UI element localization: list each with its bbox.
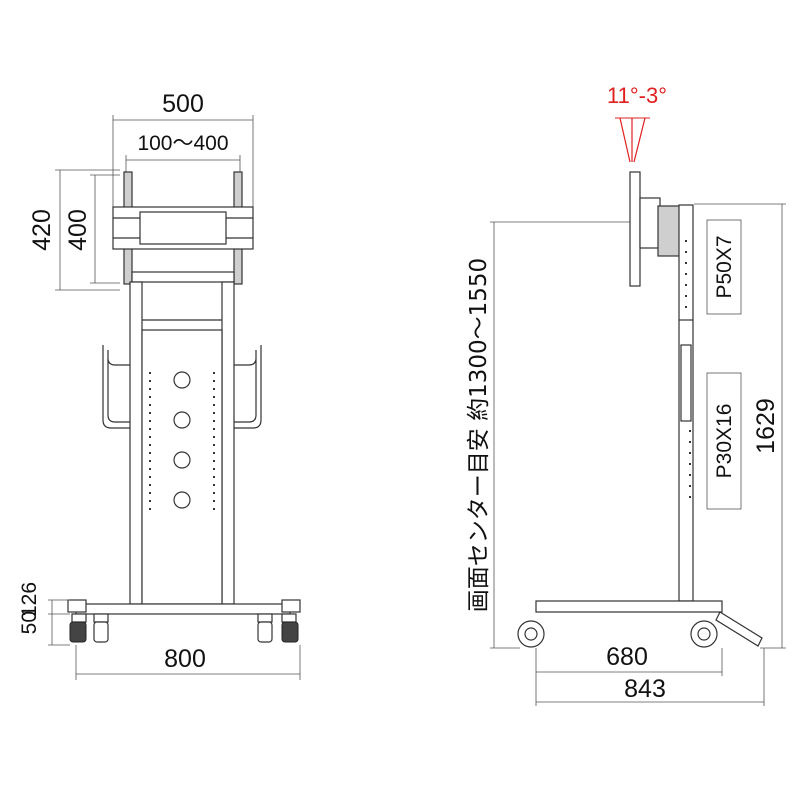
cable-hole-4 [173,491,191,509]
side-screen [629,171,641,287]
column-right [221,281,235,605]
side-column-slot [680,344,692,422]
caster-right-outer [281,613,299,643]
foot-height-126-label: 126 [18,582,41,617]
side-base-foot [715,611,763,647]
caster-right-inner [257,613,273,643]
base-end-left [67,599,87,613]
cable-hole-1 [173,371,191,389]
base-end-right [281,599,301,613]
handle-right [234,350,257,423]
vesa-range-label: 100〜400 [137,132,228,155]
pitch-lower-label: P30X16 [713,404,736,479]
upper-crossbar [131,271,235,283]
pitch-lower-box [706,372,742,510]
tilt-line-3 [633,117,646,163]
cable-hole-3 [173,451,191,469]
width-500-label: 500 [162,90,204,118]
tilt-line-1 [619,117,631,163]
tilt-range-label: 11°-3° [607,83,667,108]
handle-left-outer [102,345,130,429]
side-wheel-back-hub [524,627,538,641]
height-420-label: 420 [28,209,56,251]
height-400-label: 400 [64,209,92,251]
screen-center-label: 画面センター目安 約1300〜1550 [466,258,492,612]
base-width-800-label: 800 [164,645,206,673]
pitch-upper-box [706,219,742,315]
handle-left [107,350,130,423]
handle-right-outer [234,345,262,429]
side-view: 11°-3° 画面センター目安 約1300〜1550 P50X7 P30X16 … [466,83,786,706]
base-bar [75,603,291,615]
column-left [129,281,143,605]
depth-843-label: 843 [624,675,666,703]
pitch-upper-label: P50X7 [713,235,736,298]
cable-hole-2 [173,411,191,429]
front-view: 500 100〜400 420 400 [18,90,301,680]
caster-left-inner [93,613,109,643]
depth-680-label: 680 [606,643,648,671]
foot-height-50-label: 50 [18,611,41,634]
total-height-label: 1629 [752,398,780,454]
side-mount-head [639,197,661,249]
side-wheel-front-hub [697,627,711,641]
side-base-bar [535,600,723,613]
caster-left-outer [69,613,87,643]
mount-plate-window [139,211,227,245]
